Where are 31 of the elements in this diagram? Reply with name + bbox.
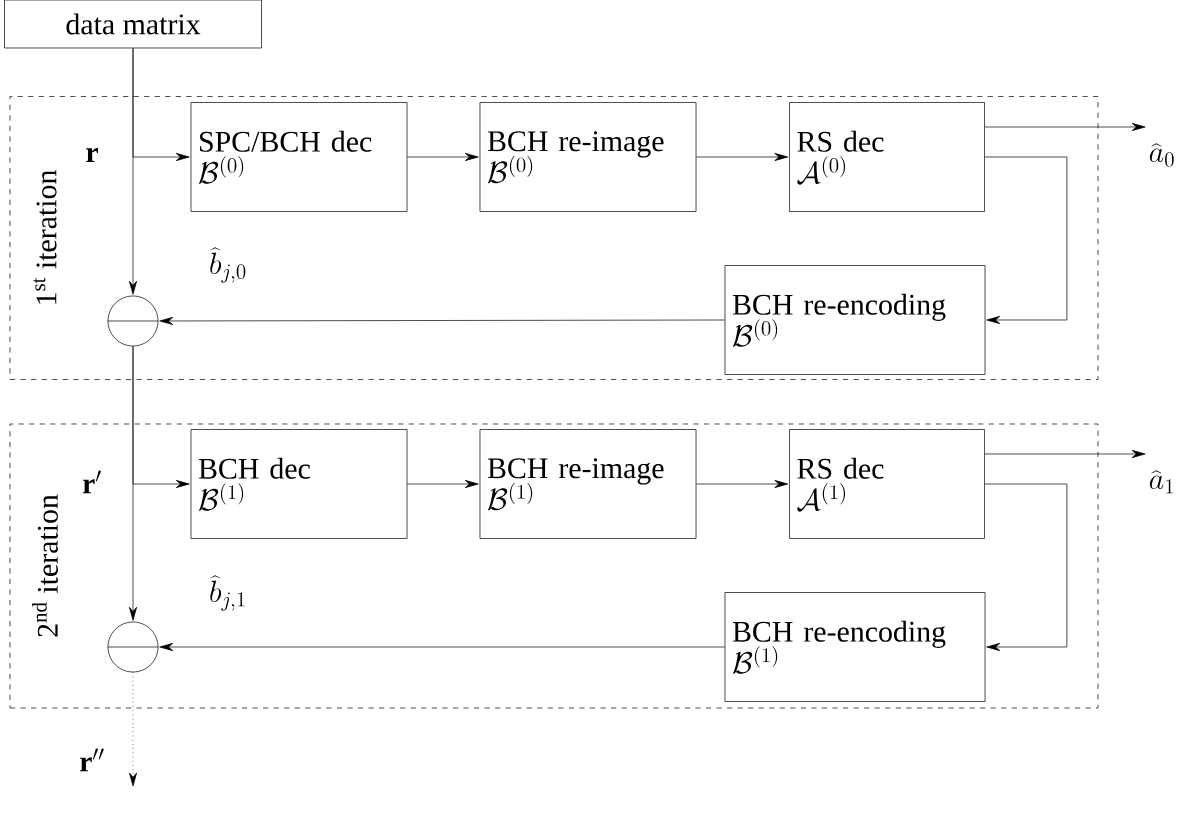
- edge-label: $\widehat{b}_{j,0}$: [207, 245, 249, 285]
- subtractor-circle: [107, 621, 159, 673]
- input-box: data matrix: [4, 0, 262, 49]
- edge-label: $\mathbf{r}'$: [80, 468, 104, 496]
- output-symbol: $\widehat{a}_0$: [1149, 143, 1174, 167]
- arrow: [407, 153, 479, 161]
- process-box: SPC/BCH dec $\mathcal{B}^{(0)}$: [190, 102, 408, 212]
- arrow: [984, 123, 1146, 131]
- arrow: [984, 156, 1068, 324]
- arrow: [159, 643, 725, 651]
- process-box: BCH re-image $\mathcal{B}^{(1)}$: [479, 429, 697, 539]
- edge-label: $\mathbf{r}$: [83, 146, 101, 164]
- arrow: [132, 346, 190, 488]
- output-symbol: $\widehat{a}_1$: [1149, 470, 1173, 494]
- process-box: BCH re-encoding $\mathcal{B}^{(1)}$: [724, 592, 986, 702]
- arrow: [132, 48, 190, 161]
- process-box: BCH re-image $\mathcal{B}^{(0)}$: [479, 102, 697, 212]
- arrow: [984, 483, 1068, 651]
- arrow: [696, 480, 789, 488]
- process-box: BCH dec $\mathcal{B}^{(1)}$: [190, 429, 408, 539]
- arrow: [984, 450, 1146, 458]
- process-box: RS dec $\mathcal{A}^{(0)}$: [789, 102, 985, 212]
- arrow: [407, 480, 479, 488]
- arrow: [159, 316, 725, 325]
- process-box: BCH re-encoding $\mathcal{B}^{(0)}$: [724, 265, 986, 375]
- arrow: [696, 153, 789, 161]
- edge-label: $\widehat{b}_{j,1}$: [207, 573, 249, 613]
- subtractor-circle: [107, 295, 159, 347]
- edge-label: $\mathbf{r}''$: [77, 746, 107, 774]
- arrow: [129, 672, 137, 787]
- process-box: RS dec $\mathcal{A}^{(1)}$: [789, 429, 985, 539]
